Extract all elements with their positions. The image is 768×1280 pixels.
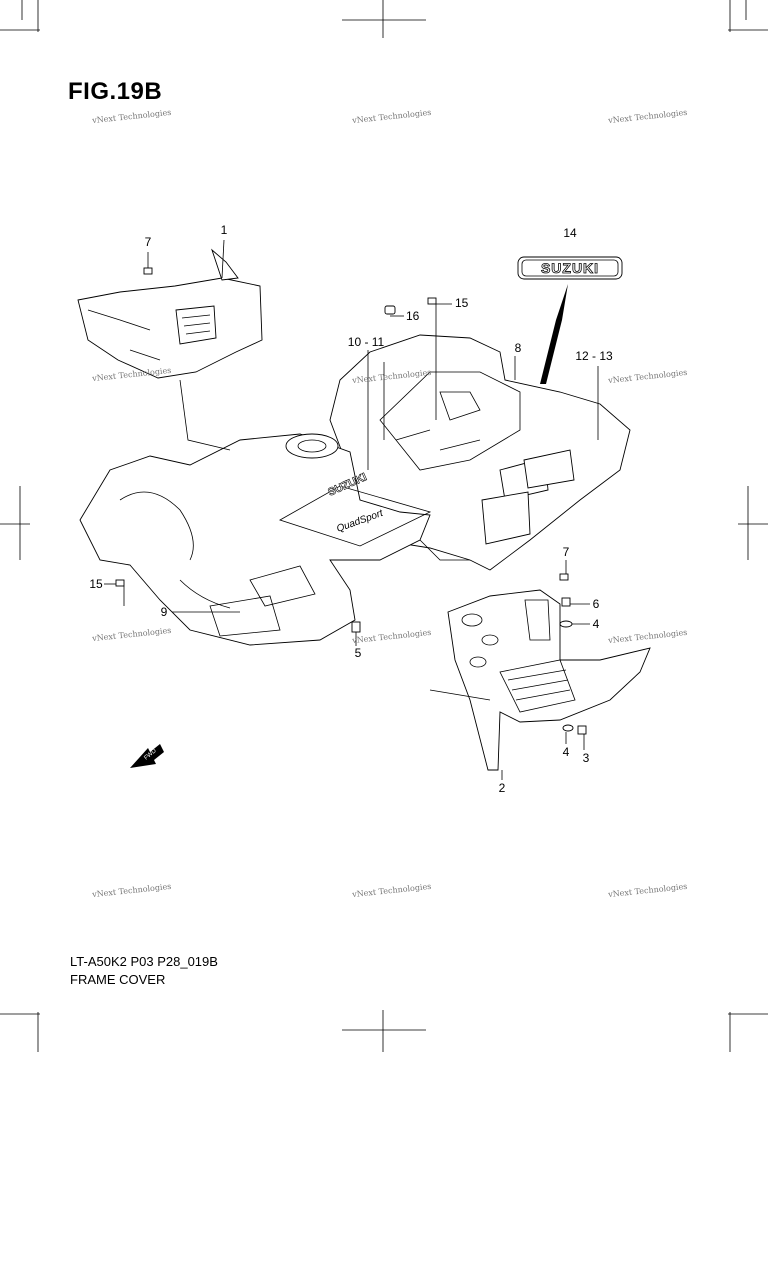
grommet-16 — [384, 305, 396, 315]
nut-15-left — [115, 579, 125, 587]
washer-4-top — [559, 620, 573, 628]
brand-emblem-text: SUZUKI — [541, 260, 599, 276]
callout-2: 2 — [499, 781, 506, 795]
callout-15-top: 15 — [455, 296, 469, 310]
fasteners — [115, 267, 587, 735]
callout-6: 6 — [593, 597, 600, 611]
crop-marks — [0, 0, 768, 1052]
callout-14: 14 — [563, 226, 577, 240]
callout-10-11: 10 - 11 — [348, 335, 385, 349]
clip-5 — [351, 621, 361, 633]
callout-3: 3 — [583, 751, 590, 765]
screw-7-right — [559, 573, 569, 581]
callout-8: 8 — [515, 341, 522, 355]
nut-15-top — [427, 297, 437, 305]
front-fender-cover — [329, 334, 631, 571]
callout-12-13: 12 - 13 — [575, 349, 613, 363]
callout-4-top: 4 — [593, 617, 600, 631]
diagram-code: LT-A50K2 P03 P28_019B — [70, 954, 218, 969]
callout-15-left: 15 — [89, 577, 103, 591]
footrest-mudguard — [447, 589, 651, 771]
callout-16: 16 — [406, 309, 420, 323]
callout-1: 1 — [221, 223, 228, 237]
callouts: 7 1 14 15 16 10 - 11 8 12 - 13 7 15 6 9 … — [89, 223, 613, 795]
washer-4-bottom — [562, 724, 574, 732]
screw-7-top — [143, 267, 153, 275]
callout-7-top: 7 — [145, 235, 152, 249]
callout-9: 9 — [161, 605, 168, 619]
emblem-pointer — [540, 284, 568, 384]
front-inner-panel — [77, 248, 263, 379]
bolt-3 — [577, 725, 587, 735]
bolt-6 — [561, 597, 571, 607]
callout-4-bottom: 4 — [563, 745, 570, 759]
forward-arrow: FWD — [130, 744, 164, 768]
callout-5: 5 — [355, 646, 362, 660]
callout-7-right: 7 — [563, 545, 570, 559]
rear-fender-cover — [79, 433, 432, 646]
figure-title: FIG.19B — [68, 78, 163, 105]
leader-lines — [104, 239, 599, 780]
suzuki-emblem: SUZUKI — [517, 256, 623, 384]
diagram-name: FRAME COVER — [70, 972, 166, 987]
